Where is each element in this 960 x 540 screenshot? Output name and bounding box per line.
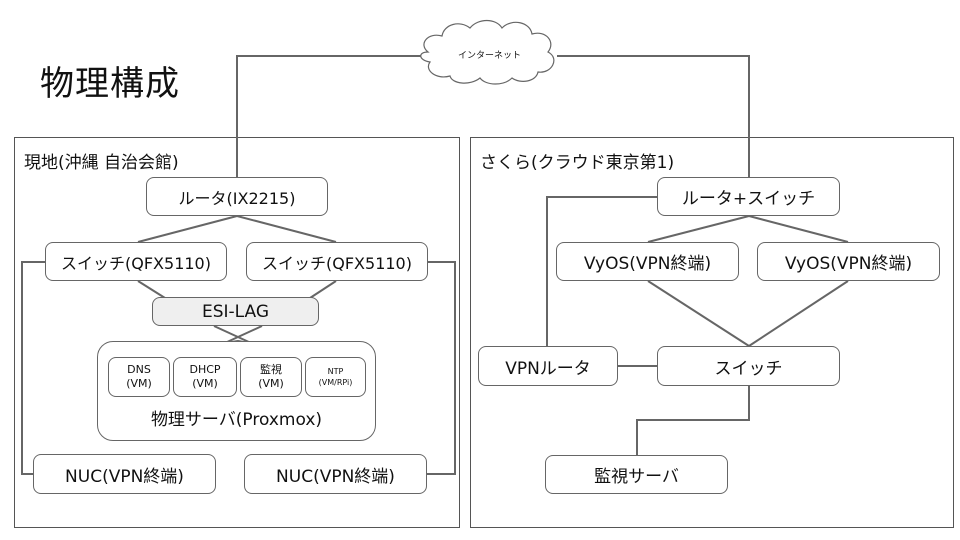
switch-qfx5110-left[interactable]: スイッチ(QFX5110) xyxy=(45,242,227,281)
link-rs-vpnrouter xyxy=(546,196,657,346)
router-switch[interactable]: ルータ+スイッチ xyxy=(657,177,840,216)
vm-type: (VM) xyxy=(258,377,284,390)
nuc-vpn-right[interactable]: NUC(VPN終端) xyxy=(244,454,427,494)
zone-sakura-label: さくら(クラウド東京第1) xyxy=(480,153,675,173)
internet-cloud-label: インターネット xyxy=(458,51,522,61)
link-switch-right-esi xyxy=(309,280,337,299)
vm-type: (VM) xyxy=(192,377,218,390)
vm-monitor[interactable]: 監視 (VM) xyxy=(240,357,302,397)
page-title: 物理構成 xyxy=(40,64,180,104)
link-internet-onsite xyxy=(236,55,423,177)
link-switch-monitor xyxy=(636,386,750,455)
link-switch-left-esi xyxy=(137,280,166,299)
vm-type: (VM) xyxy=(126,377,152,390)
physical-server-label: 物理サーバ(Proxmox) xyxy=(150,410,323,430)
link-switch-right-nuc-right xyxy=(427,261,456,475)
link-router-switch-right xyxy=(236,215,337,243)
switch-qfx5110-right[interactable]: スイッチ(QFX5110) xyxy=(246,242,428,281)
link-rs-vyos-right xyxy=(748,215,849,243)
nuc-vpn-left[interactable]: NUC(VPN終端) xyxy=(33,454,216,494)
router-ix2215[interactable]: ルータ(IX2215) xyxy=(146,177,328,216)
switch[interactable]: スイッチ xyxy=(657,346,840,386)
esi-lag[interactable]: ESI-LAG xyxy=(152,297,319,326)
vpn-router[interactable]: VPNルータ xyxy=(478,346,618,386)
link-internet-sakura xyxy=(557,55,750,177)
vyos-vpn-right[interactable]: VyOS(VPN終端) xyxy=(757,242,940,281)
link-vyos-right-switch xyxy=(748,280,849,347)
zone-onsite-label: 現地(沖縄 自治会館) xyxy=(24,153,179,173)
link-router-switch-left xyxy=(137,215,238,243)
vm-name: 監視 xyxy=(260,363,282,376)
vm-dns[interactable]: DNS (VM) xyxy=(108,357,170,397)
link-switch-left-nuc-left xyxy=(21,261,45,475)
vm-ntp[interactable]: NTP (VM/RPi) xyxy=(305,357,366,397)
vm-name: DHCP xyxy=(189,363,221,376)
vm-name: NTP xyxy=(327,367,344,376)
cloud-icon xyxy=(420,19,555,85)
vm-name: DNS xyxy=(127,363,151,376)
vyos-vpn-left[interactable]: VyOS(VPN終端) xyxy=(556,242,739,281)
vm-type: (VM/RPi) xyxy=(318,378,353,387)
monitoring-server[interactable]: 監視サーバ xyxy=(545,455,728,494)
link-rs-vyos-left xyxy=(647,215,750,243)
vm-dhcp[interactable]: DHCP (VM) xyxy=(173,357,237,397)
link-vyos-left-switch xyxy=(647,280,750,347)
